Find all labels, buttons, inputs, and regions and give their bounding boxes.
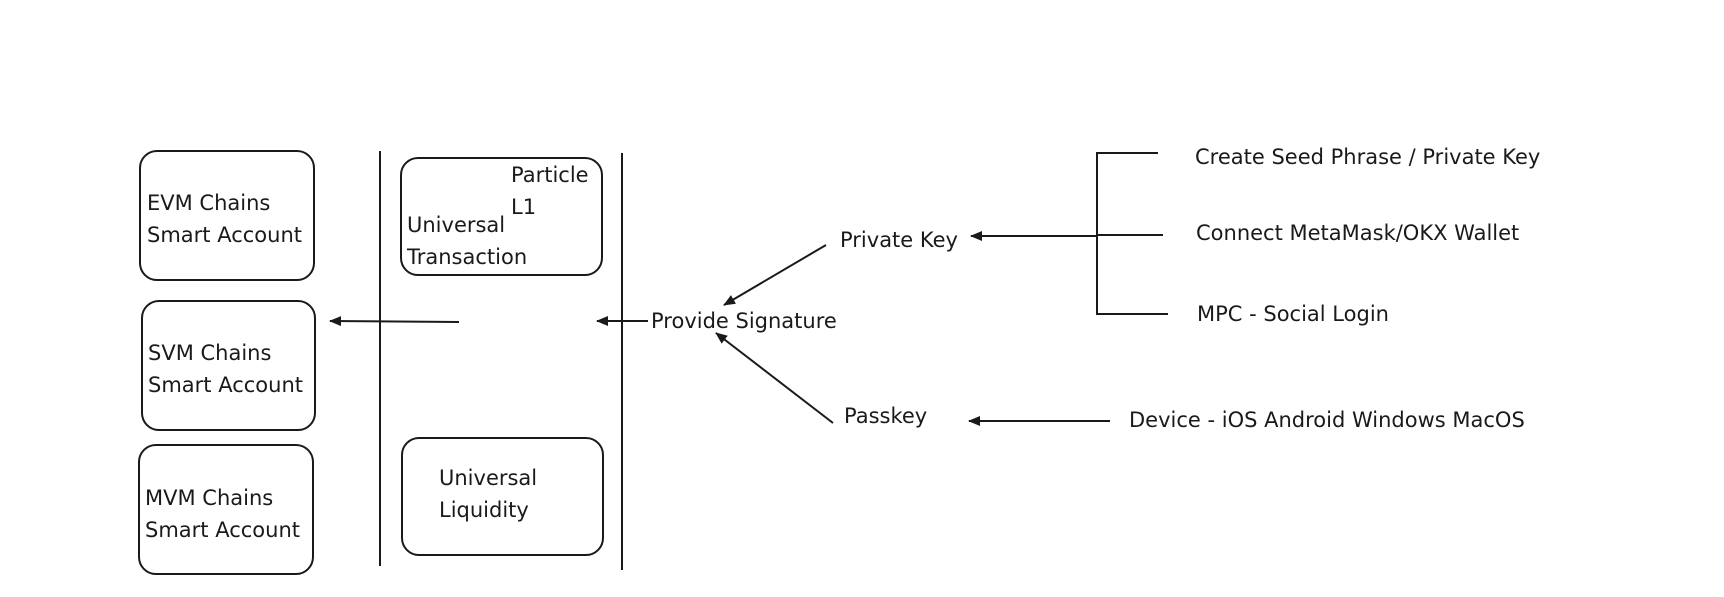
evm-account-label: EVM Chains Smart Account: [147, 187, 302, 251]
private-key-label: Private Key: [840, 228, 958, 252]
universal-transaction-line2: Transaction: [407, 245, 528, 269]
arrow-privatekey-to-signature: [723, 244, 827, 306]
svm-account-box: [141, 300, 316, 431]
device-source-label: Device - iOS Android Windows MacOS: [1129, 408, 1525, 432]
particle-l1-line1: Particle: [511, 163, 589, 187]
mvm-account-label: MVM Chains Smart Account: [145, 482, 300, 546]
evm-account-box: [139, 150, 315, 281]
arrow-passkey-to-signature: [715, 332, 834, 424]
universal-liquidity-line2: Liquidity: [439, 498, 529, 522]
key-source-seed-phrase: Create Seed Phrase / Private Key: [1195, 145, 1541, 169]
key-sources-bracket: [1096, 152, 1168, 315]
mvm-account-line2: Smart Account: [145, 518, 300, 542]
universal-transaction-box: [400, 157, 603, 276]
universal-transaction-label: Universal Transaction: [407, 209, 527, 273]
passkey-label: Passkey: [844, 404, 928, 428]
svm-account-line2: Smart Account: [148, 373, 303, 397]
universal-liquidity-box: [401, 437, 604, 556]
arrow-to-accounts: [329, 316, 460, 327]
key-source-mpc: MPC - Social Login: [1197, 302, 1389, 326]
evm-account-line1: EVM Chains: [147, 191, 271, 215]
mvm-account-box: [138, 444, 314, 575]
svm-account-label: SVM Chains Smart Account: [148, 337, 303, 401]
evm-account-line2: Smart Account: [147, 223, 302, 247]
mvm-account-line1: MVM Chains: [145, 486, 274, 510]
svm-account-line1: SVM Chains: [148, 341, 272, 365]
particle-l1-line2: L1: [511, 195, 537, 219]
universal-liquidity-line1: Universal: [439, 466, 538, 490]
provide-signature-label: Provide Signature: [651, 309, 837, 333]
key-source-wallet: Connect MetaMask/OKX Wallet: [1196, 221, 1520, 245]
particle-l1-title: Particle L1: [511, 159, 589, 223]
universal-liquidity-label: Universal Liquidity: [439, 462, 537, 526]
universal-transaction-line1: Universal: [407, 213, 506, 237]
